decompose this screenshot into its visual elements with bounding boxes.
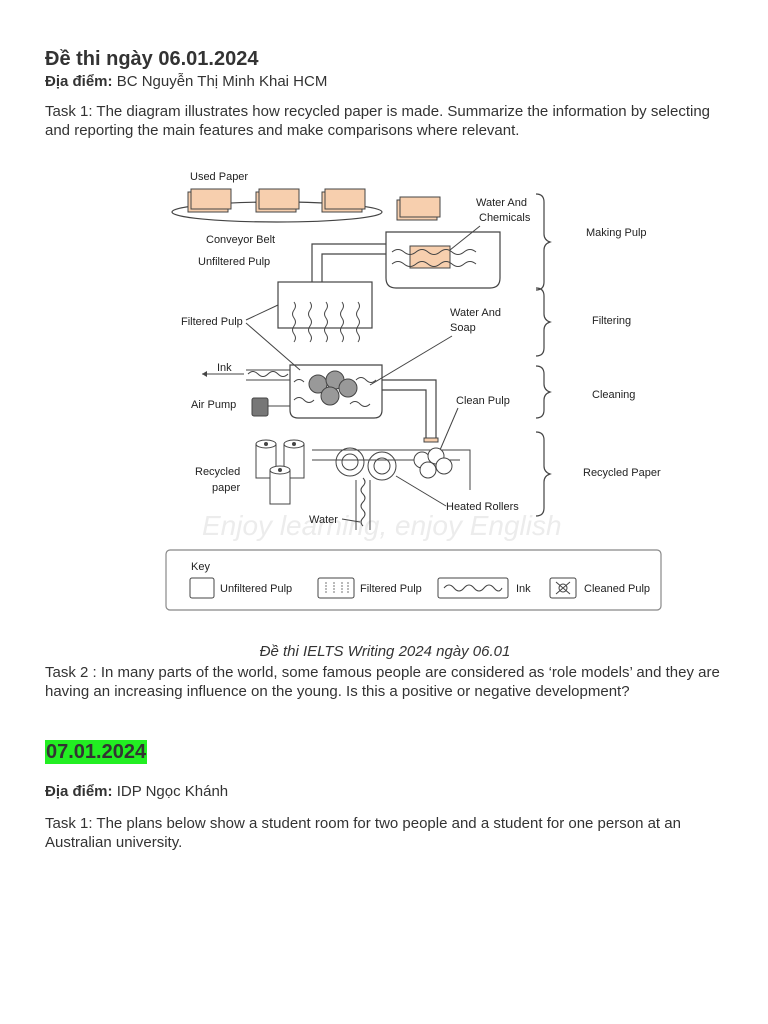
key-filtered-swatch [317,577,355,599]
figure-caption: Đề thi IELTS Writing 2024 ngày 06.01 [259,643,511,660]
label-clean-pulp: Clean Pulp [456,395,510,407]
label-water-chemicals-1: Water And [476,197,527,209]
key-cleaned-label: Cleaned Pulp [584,583,650,595]
label-air-pump: Air Pump [191,399,236,411]
exam-location: Địa điểm: BC Nguyễn Thị Minh Khai HCM [45,72,725,92]
recycled-paper-diagram: Enjoy learning, enjoy English Used Paper… [165,171,662,611]
exam2-location-label: Địa điểm: [45,783,113,800]
pulp-tank [385,231,501,289]
exam2-task1: Task 1: The plans below show a student r… [45,814,725,852]
cleaned-pulp-pile [413,447,453,479]
pipe-2 [382,379,437,442]
label-water-soap-2: Soap [450,322,476,334]
label-water-chemicals-2: Chemicals [479,212,531,224]
task1-text: Task 1: The diagram illustrates how recy… [45,103,711,139]
label-heated-rollers: Heated Rollers [446,501,519,513]
exam-title: Đề thi ngày 06.01.2024 [45,48,259,70]
key-ink-label: Ink [516,583,531,595]
stage-recycled-paper: Recycled Paper [583,467,661,479]
location-label: Địa điểm: [45,73,113,90]
label-filtered-pulp: Filtered Pulp [181,316,243,328]
heated-rollers [335,447,397,481]
label-unfiltered-pulp: Unfiltered Pulp [198,256,270,268]
cleaning-tank [289,364,383,419]
used-paper-stack [187,188,441,221]
diagram-watermark: Enjoy learning, enjoy English [202,510,562,541]
pipe-1 [311,243,386,282]
filter-tank [277,281,373,329]
label-recycled-2: paper [212,482,240,494]
label-used-paper: Used Paper [190,171,248,183]
key-box [165,549,662,611]
key-ink-swatch [437,577,509,599]
air-pump [251,397,269,417]
task2-paragraph: Task 2 : In many parts of the world, som… [45,664,720,700]
task2-text: Task 2 : In many parts of the world, som… [45,663,725,701]
cleaning-waves [293,377,377,407]
key-unfiltered-swatch [189,577,215,599]
location-value: BC Nguyễn Thị Minh Khai HCM [116,73,328,90]
exam2-task1-paragraph: Task 1: The plans below show a student r… [45,815,681,851]
exam2-location-value: IDP Ngọc Khánh [116,783,229,800]
exam-section-1: Đề thi ngày 06.01.2024 Địa điểm: BC Nguy… [45,46,725,140]
stage-cleaning: Cleaning [592,389,635,401]
stage-braces [535,193,552,517]
pulp-waves [391,249,477,267]
key-title: Key [191,561,210,573]
stage-making-pulp: Making Pulp [586,227,647,239]
ink-wave [247,371,289,377]
label-conveyor-belt: Conveyor Belt [206,234,275,246]
key-unfiltered-label: Unfiltered Pulp [220,583,292,595]
label-water: Water [309,514,338,526]
key-cleaned-swatch [549,577,577,599]
label-water-soap-1: Water And [450,307,501,319]
filtered-pulp-squiggles [292,301,360,343]
water-squiggle [360,477,366,527]
stage-filtering: Filtering [592,315,631,327]
exam2-date: 07.01.2024 [45,740,148,764]
cleaned-pulp-blobs [308,370,358,406]
key-filtered-label: Filtered Pulp [360,583,422,595]
label-ink: Ink [217,362,232,374]
label-recycled-1: Recycled [195,466,240,478]
exam2-location: Địa điểm: IDP Ngọc Khánh [45,782,725,802]
